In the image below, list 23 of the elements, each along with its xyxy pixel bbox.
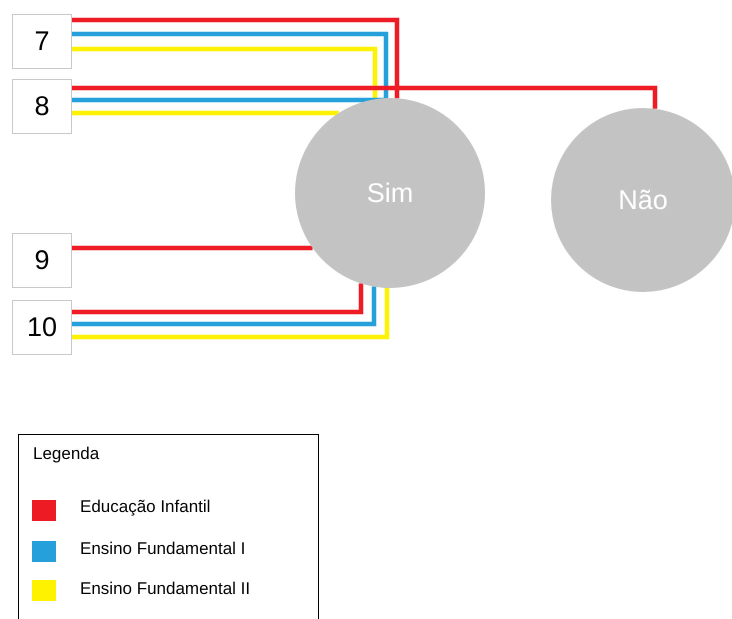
label-box [12, 79, 72, 134]
connector-line [72, 46, 378, 100]
node-label: 10 [26, 312, 58, 343]
node-label: 7 [34, 26, 50, 57]
legend-title: Legenda [33, 444, 100, 464]
legend-label: Ensino Fundamental II [80, 579, 250, 599]
connector-line [72, 288, 390, 340]
label-box [12, 300, 72, 355]
legend-label: Ensino Fundamental I [80, 539, 246, 559]
connector-line [72, 246, 313, 250]
node-label: 8 [34, 91, 50, 122]
connector-line [72, 32, 388, 98]
label-box [12, 233, 72, 288]
node-label: Sim [366, 178, 414, 208]
node-label: 9 [34, 245, 50, 276]
connector-line [72, 18, 400, 98]
connector-line [72, 86, 658, 109]
connector-line [72, 283, 364, 314]
node-label: Não [618, 184, 668, 216]
connector-line [72, 286, 376, 326]
legend-label: Educação Infantil [80, 497, 210, 517]
connector-line [72, 110, 339, 116]
label-box [12, 14, 72, 69]
